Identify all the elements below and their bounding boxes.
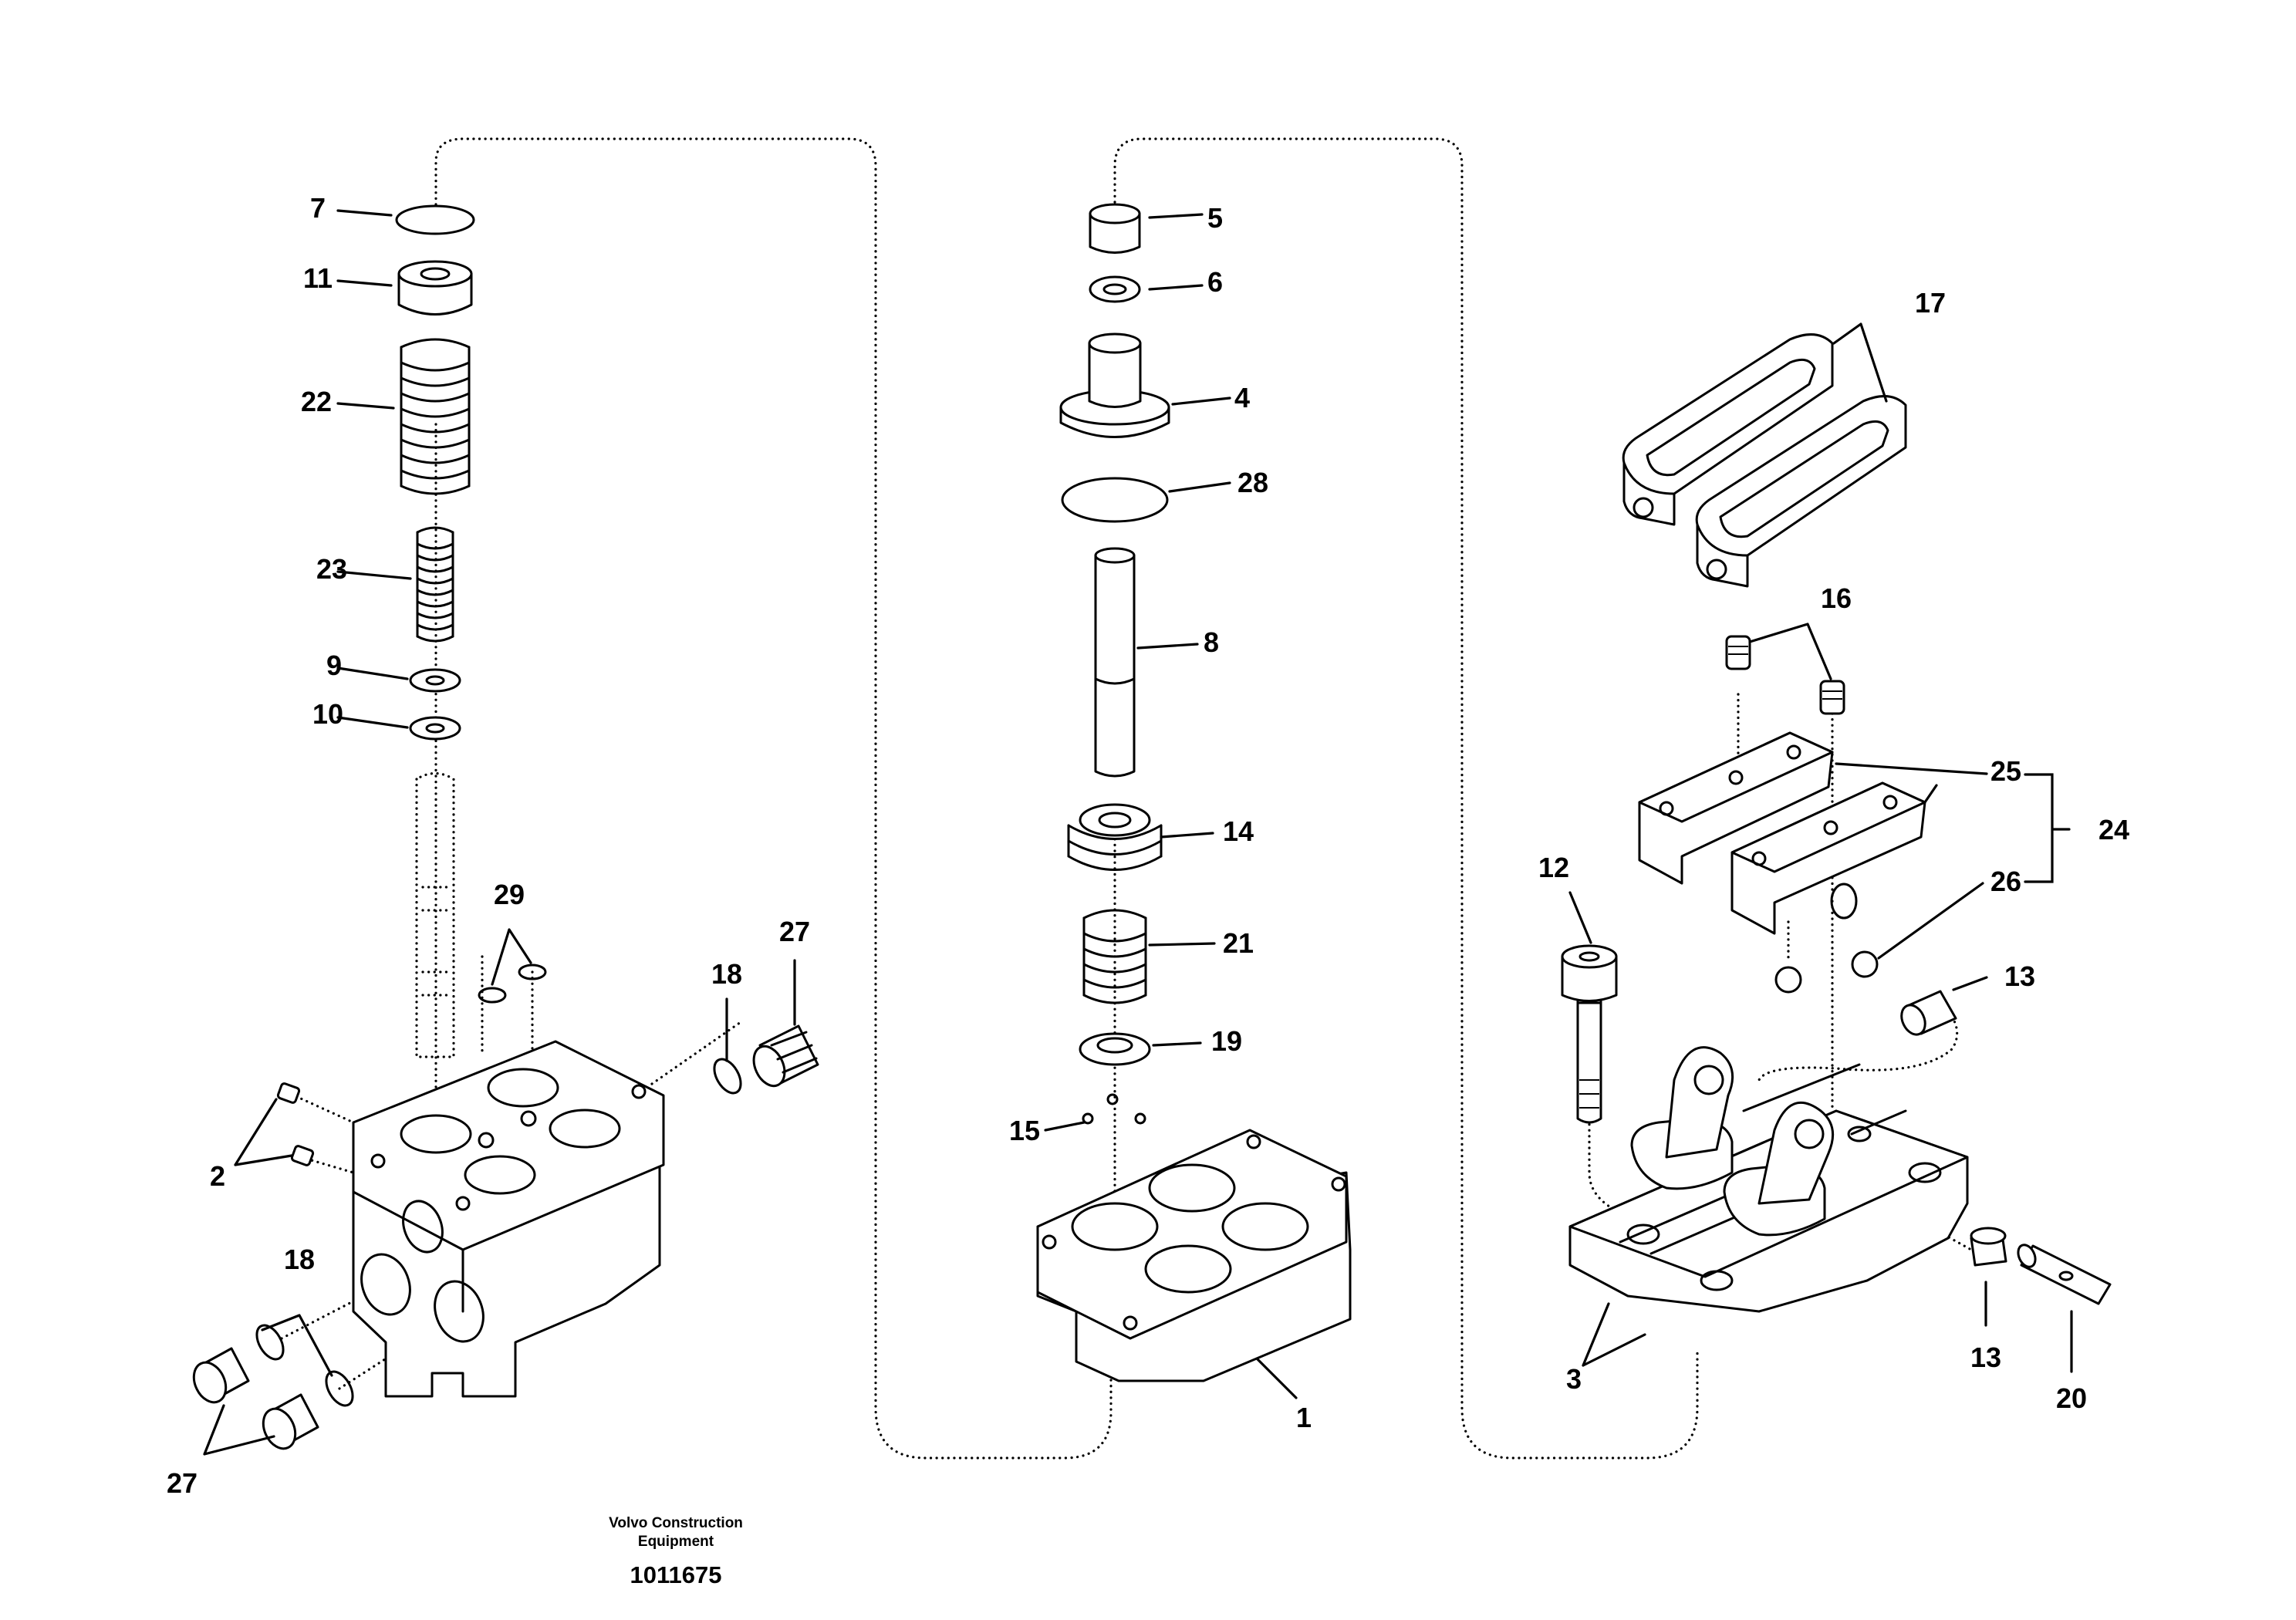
credit-line-2: Equipment (638, 1534, 714, 1550)
part-11-spring-seat (397, 260, 473, 316)
callout-3: 3 (1566, 1363, 1582, 1395)
part-2-set-screws (276, 1082, 315, 1166)
callout-17: 17 (1915, 287, 1946, 319)
callout-14: 14 (1223, 815, 1254, 847)
part-1-casing (1036, 1129, 1352, 1382)
part-26-balls (1774, 950, 1879, 994)
callout-20: 20 (2056, 1382, 2087, 1414)
part-27-plugs-lower (192, 1347, 319, 1450)
callout-4: 4 (1234, 382, 1250, 413)
part-22-outer-spring (400, 338, 471, 495)
callout-28: 28 (1237, 467, 1268, 498)
callout-18-upper: 18 (711, 958, 742, 990)
callout-24: 24 (2098, 814, 2129, 845)
callout-26: 26 (1990, 866, 2021, 897)
callout-11: 11 (303, 262, 333, 294)
callout-21: 21 (1223, 927, 1254, 959)
callout-18-lower: 18 (284, 1244, 315, 1275)
callout-6: 6 (1207, 266, 1223, 298)
callout-19: 19 (1211, 1025, 1242, 1057)
part-12-bolt (1561, 944, 1618, 1124)
part-6-washer (1089, 275, 1141, 303)
callout-7: 7 (310, 192, 326, 224)
callout-15: 15 (1009, 1115, 1040, 1146)
part-19-washer (1079, 1032, 1151, 1066)
part-7-o-ring (395, 204, 475, 235)
callout-5: 5 (1207, 202, 1223, 234)
part-18-o-rings-lower (255, 1324, 354, 1407)
callout-12: 12 (1538, 852, 1569, 883)
callout-27-lower: 27 (167, 1467, 198, 1499)
drawing-number: 1011675 (630, 1561, 722, 1588)
part-21-spring (1082, 909, 1147, 1004)
callout-29: 29 (494, 879, 525, 910)
drawing-footer: Volvo Construction Equipment 1011675 (609, 1515, 743, 1588)
part-10-washer (409, 716, 461, 741)
part-20-pin (2017, 1244, 2112, 1305)
part-27-plug-right (752, 1024, 819, 1088)
callout-23: 23 (316, 553, 347, 585)
part-14-seat (1067, 803, 1163, 871)
callout-27-upper: 27 (779, 916, 810, 947)
part-28-o-ring (1061, 477, 1169, 523)
part-17-boots (1622, 333, 1907, 588)
part-8-plunger (1094, 547, 1136, 778)
credit-line-1: Volvo Construction (609, 1515, 743, 1531)
part-23-inner-spring (416, 526, 454, 643)
part-18-o-ring-right (713, 1058, 742, 1095)
callout-9: 9 (326, 650, 342, 681)
callout-10: 10 (312, 698, 343, 730)
spool-hidden-outline (415, 771, 455, 1058)
part-16-set-screws (1725, 635, 1845, 715)
callout-16: 16 (1821, 582, 1852, 614)
part-25-cam-plates (1638, 731, 1926, 935)
callout-8: 8 (1204, 626, 1219, 658)
callout-labels: 7 11 22 23 9 10 2 29 18 27 18 27 5 6 4 2… (167, 192, 2129, 1499)
part-9-washer (409, 668, 461, 693)
part-5-cap (1089, 203, 1141, 254)
leader-lines (203, 209, 2073, 1456)
callout-13-upper: 13 (2004, 960, 2035, 992)
part-4-guide (1059, 332, 1170, 438)
part-3-plate-with-joints (1568, 1046, 1969, 1313)
callout-2: 2 (210, 1160, 225, 1192)
callout-1: 1 (1296, 1402, 1312, 1433)
callout-25: 25 (1990, 755, 2021, 787)
callout-13-lower: 13 (1970, 1342, 2001, 1373)
part-13-bushings (1900, 990, 2007, 1267)
part-15-balls (1082, 1093, 1146, 1125)
callout-22: 22 (301, 386, 332, 417)
valve-body-housing (352, 1040, 665, 1398)
part-29-o-rings (478, 964, 547, 1004)
